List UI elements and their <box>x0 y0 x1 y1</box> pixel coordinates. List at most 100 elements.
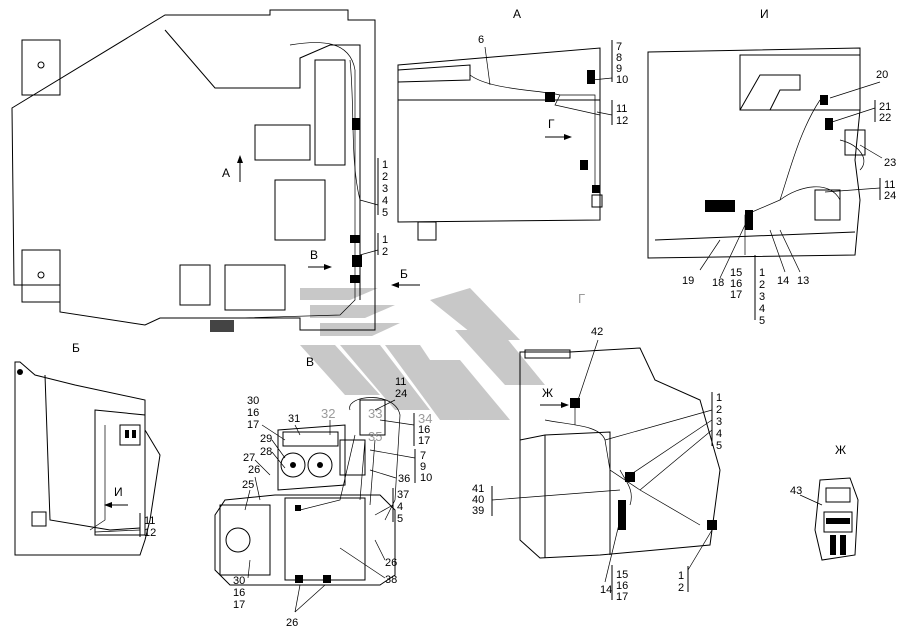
callout-g-41: 41 <box>472 483 484 495</box>
view-zh: Ж 43 <box>790 443 859 561</box>
arrow-label-zh: Ж <box>542 386 553 400</box>
callout-v-17: 17 <box>247 419 259 431</box>
callout-main-1: 1 <box>382 159 388 171</box>
callout-g-40: 40 <box>472 494 484 506</box>
callout-v-34-17: 17 <box>418 435 430 447</box>
callout-v-7: 7 <box>420 450 426 462</box>
callout-v-35: 35 <box>368 429 382 444</box>
view-title-v: В <box>306 355 314 369</box>
view-g: Г Ж 42 1 2 3 4 5 41 40 39 <box>472 291 722 603</box>
callout-i-22: 22 <box>879 112 891 124</box>
callout-v-b30: 30 <box>233 575 245 587</box>
callout-i-g1: 1 <box>759 267 765 279</box>
callout-i-g2: 2 <box>759 279 765 291</box>
callout-v-37-5: 5 <box>397 513 403 525</box>
callout-v-b17: 17 <box>233 599 245 611</box>
callout-v-b16: 16 <box>233 587 245 599</box>
view-title-zh: Ж <box>835 443 846 457</box>
callout-main-3: 3 <box>382 183 388 195</box>
callout-g-16: 16 <box>616 580 628 592</box>
callout-main-4: 4 <box>382 195 388 207</box>
arrow-label-i: И <box>114 485 123 499</box>
callout-v-16: 16 <box>247 407 259 419</box>
view-a: А 6 Г 7 8 9 10 11 12 <box>397 7 628 241</box>
callout-i-21: 21 <box>879 101 891 113</box>
callout-v-9: 9 <box>420 461 426 473</box>
callout-v-26b: 26 <box>385 557 397 569</box>
callout-a-8: 8 <box>616 52 622 64</box>
callout-v-37-4: 4 <box>397 501 403 513</box>
callout-v-29: 29 <box>260 433 272 445</box>
callout-v-36: 36 <box>398 473 410 485</box>
callout-g-15: 15 <box>616 569 628 581</box>
callout-i-19: 19 <box>682 275 694 287</box>
callout-main-b1: 1 <box>382 234 388 246</box>
callout-g-3: 3 <box>716 416 722 428</box>
callout-g-2: 2 <box>716 404 722 416</box>
callout-a-11: 11 <box>616 103 627 115</box>
view-title-a: А <box>513 7 521 21</box>
callout-v-37: 37 <box>397 489 409 501</box>
callout-i-16: 16 <box>730 278 742 290</box>
callout-i-17: 17 <box>730 289 742 301</box>
callout-i-20: 20 <box>876 69 888 81</box>
callout-v-28: 28 <box>260 446 272 458</box>
callout-a-9: 9 <box>616 63 622 75</box>
callout-main-2: 2 <box>382 171 388 183</box>
view-i: И 20 21 22 23 11 24 19 18 15 16 17 <box>647 7 896 327</box>
callout-a-12: 12 <box>616 115 628 127</box>
callout-i-15: 15 <box>730 267 742 279</box>
arrow-label-v: В <box>310 248 318 262</box>
callout-zh-43: 43 <box>790 485 802 497</box>
callout-b-11: 11 <box>144 515 155 527</box>
arrow-label-a: А <box>222 166 230 180</box>
callout-g-42: 42 <box>591 326 603 338</box>
callout-v-24: 24 <box>395 388 407 400</box>
callout-g-17: 17 <box>616 591 628 603</box>
callout-i-18: 18 <box>712 277 724 289</box>
main-view: А В Б 1 2 3 4 5 1 2 <box>11 9 420 332</box>
callout-i-13: 13 <box>797 275 809 287</box>
callout-a-10: 10 <box>616 74 628 86</box>
callout-v-26a: 26 <box>248 464 260 476</box>
callout-v-31: 31 <box>288 413 300 425</box>
callout-v-26c: 26 <box>286 617 298 629</box>
callout-i-g4: 4 <box>759 303 765 315</box>
callout-i-g5: 5 <box>759 315 765 327</box>
view-v: В 11 24 30 16 17 31 32 33 34 <box>214 355 432 629</box>
callout-g-4: 4 <box>716 428 722 440</box>
callout-i-11: 11 <box>884 179 895 191</box>
callout-v-11: 11 <box>395 376 406 388</box>
callout-i-24: 24 <box>884 190 896 202</box>
callout-g-39: 39 <box>472 505 484 517</box>
callout-i-14: 14 <box>777 275 789 287</box>
callout-main-b2: 2 <box>382 246 388 258</box>
callout-b-12: 12 <box>144 527 156 539</box>
callout-g-b1: 1 <box>678 570 684 582</box>
callout-v-27: 27 <box>243 452 255 464</box>
view-title-b: Б <box>72 341 80 355</box>
arrow-label-b: Б <box>400 267 408 281</box>
callout-g-5: 5 <box>716 440 722 452</box>
callout-v-25: 25 <box>242 479 254 491</box>
callout-v-38: 38 <box>385 574 397 586</box>
view-title-i: И <box>760 7 769 21</box>
callout-i-23: 23 <box>884 157 896 169</box>
callout-v-32: 32 <box>321 406 335 421</box>
callout-v-34: 34 <box>418 411 432 426</box>
callout-g-1: 1 <box>716 392 722 404</box>
callout-v-34-16: 16 <box>418 424 430 436</box>
callout-a-7: 7 <box>616 41 622 53</box>
callout-i-g3: 3 <box>759 291 765 303</box>
callout-g-14: 14 <box>600 584 612 596</box>
callout-v-10: 10 <box>420 472 432 484</box>
callout-main-5: 5 <box>382 207 388 219</box>
view-b: Б И 11 12 <box>14 341 161 556</box>
view-title-g: Г <box>578 291 585 306</box>
callout-a-6: 6 <box>478 34 484 46</box>
arrow-label-g: Г <box>548 117 555 131</box>
callout-g-b2: 2 <box>678 582 684 594</box>
watermark-logo <box>300 288 545 420</box>
